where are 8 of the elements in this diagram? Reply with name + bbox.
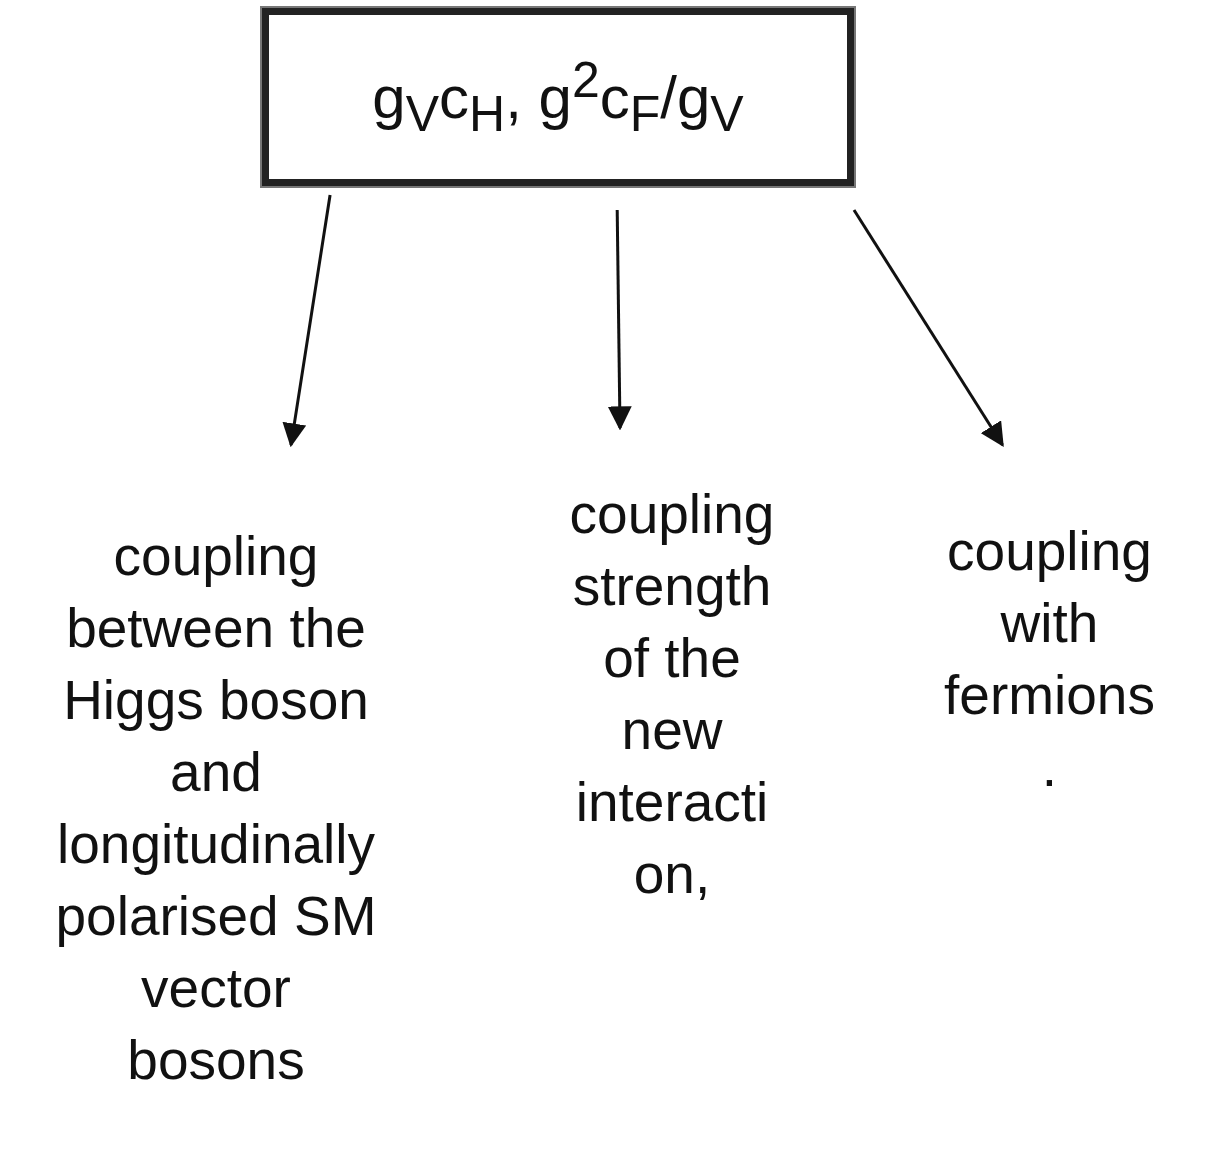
formula-box xyxy=(262,8,854,186)
arrow xyxy=(852,209,1004,448)
formula-text: g$_{V}$c$_{H}$, g$^{2}$c$_{F}$/g$_{V}$ xyxy=(372,51,744,143)
arrow xyxy=(282,194,332,448)
arrow xyxy=(607,209,632,431)
description-text: coupling strength of the new interacti on, xyxy=(568,482,776,907)
description-text: coupling with fermions . xyxy=(943,519,1156,800)
description-text: coupling between the Higgs boson and longitudinally polarised SM vector bosons xyxy=(54,524,378,1093)
